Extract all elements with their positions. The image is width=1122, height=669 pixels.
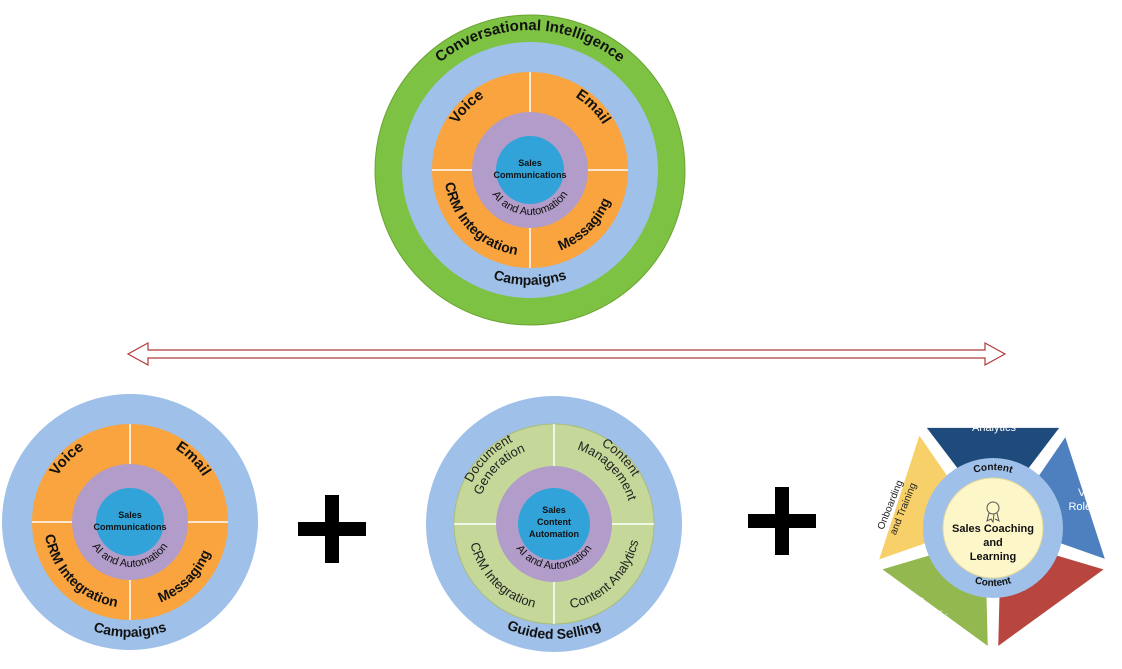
middle-center-line2: Content bbox=[537, 517, 571, 527]
right-ring-top-label: Content bbox=[972, 462, 1014, 476]
bottom-right-diagram: Content Content Sales Coaching and Learn… bbox=[876, 422, 1116, 650]
right-ring-bottom-label: Content bbox=[974, 575, 1013, 589]
right-center-line2: and bbox=[983, 537, 1003, 549]
plus-icon bbox=[748, 487, 816, 555]
middle-center-line1: Sales bbox=[542, 505, 566, 515]
petal-label-video-line1: Video bbox=[1078, 487, 1106, 499]
top-ring-bottom-label: Campaigns bbox=[492, 266, 568, 288]
award-icon bbox=[986, 501, 1000, 524]
middle-center-line3: Automation bbox=[529, 529, 579, 539]
bottom-middle-diagram: Guided Selling Document Generation Conte… bbox=[426, 396, 682, 652]
plus-icon bbox=[298, 495, 366, 563]
petal-label-analytics: Analytics bbox=[972, 422, 1017, 434]
right-center-line3: Learning bbox=[970, 551, 1016, 563]
left-center-circle bbox=[96, 488, 164, 556]
right-center-line1: Sales Coaching bbox=[952, 523, 1034, 535]
left-ring-bottom-label: Campaigns bbox=[92, 618, 168, 640]
top-diagram: Conversational Intelligence Campaigns Vo… bbox=[374, 14, 686, 326]
bottom-left-diagram: Campaigns Voice Email CRM Integration Me… bbox=[2, 394, 258, 650]
top-center-line2: Communications bbox=[493, 170, 566, 180]
middle-center-circle bbox=[518, 488, 590, 560]
left-center-line2: Communications bbox=[93, 522, 166, 532]
double-arrow bbox=[126, 341, 1007, 367]
left-center-line1: Sales bbox=[118, 510, 142, 520]
top-center-line1: Sales bbox=[518, 158, 542, 168]
petal-group bbox=[876, 425, 1109, 650]
petal-label-video-line2: Role Play bbox=[1068, 501, 1116, 513]
right-center-circle bbox=[942, 477, 1044, 579]
top-center-circle bbox=[496, 136, 564, 204]
